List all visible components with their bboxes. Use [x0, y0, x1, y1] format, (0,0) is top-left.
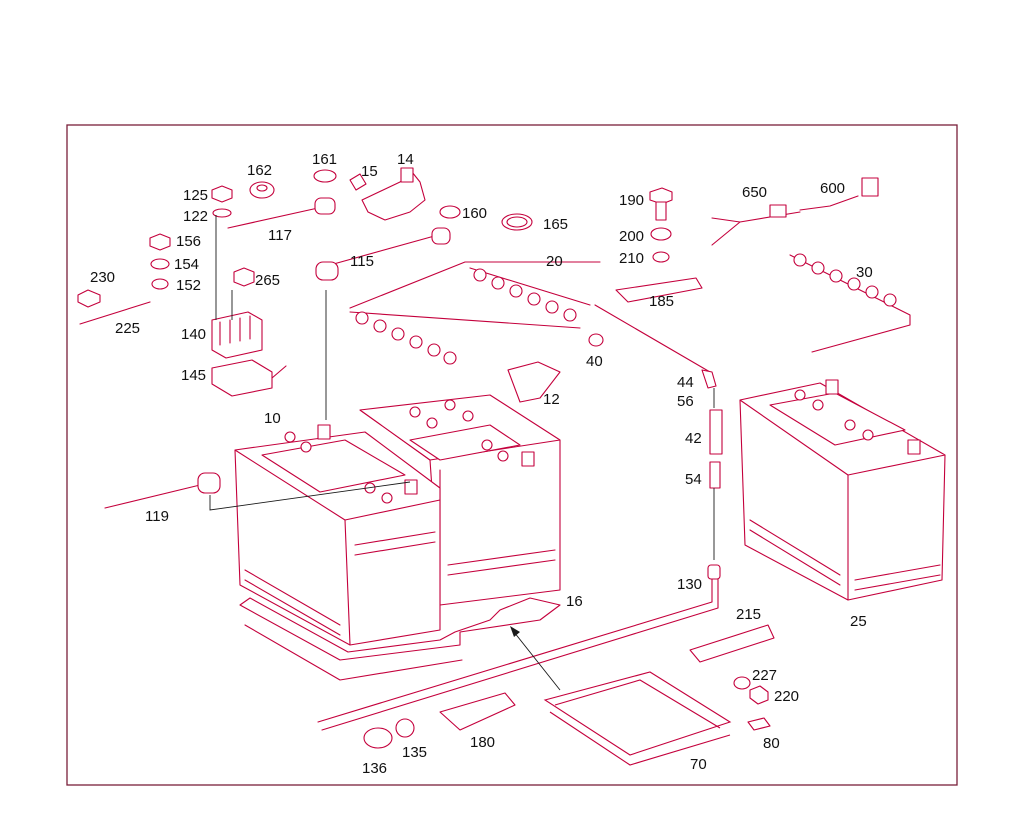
label-80: 80 [763, 735, 780, 752]
label-130: 130 [677, 576, 702, 593]
label-154: 154 [174, 256, 199, 273]
cable-119 [104, 472, 221, 509]
arrow [510, 626, 561, 691]
label-70: 70 [690, 756, 707, 773]
label-40: 40 [586, 353, 603, 370]
label-20: 20 [546, 253, 563, 270]
cover-12 [507, 361, 561, 403]
label-225: 225 [115, 320, 140, 337]
label-54: 54 [685, 471, 702, 488]
terminal-strips [349, 253, 911, 365]
vent-hose [317, 304, 723, 731]
label-265: 265 [255, 272, 280, 289]
label-230: 230 [90, 269, 115, 286]
diagram-frame [66, 124, 958, 786]
wiring-650 [711, 177, 879, 246]
hardware-cluster [77, 167, 533, 397]
label-135: 135 [402, 744, 427, 761]
label-145: 145 [181, 367, 206, 384]
label-125: 125 [183, 187, 208, 204]
label-165: 165 [543, 216, 568, 233]
battery-10 [234, 394, 561, 681]
label-200: 200 [619, 228, 644, 245]
label-650: 650 [742, 184, 767, 201]
label-185: 185 [649, 293, 674, 310]
label-190: 190 [619, 192, 644, 209]
label-162: 162 [247, 162, 272, 179]
battery-25 [739, 379, 946, 601]
label-16: 16 [566, 593, 583, 610]
label-115: 115 [350, 253, 374, 270]
bracket-185 [615, 187, 703, 303]
label-10: 10 [264, 410, 281, 427]
label-42: 42 [685, 430, 702, 447]
label-140: 140 [181, 326, 206, 343]
label-122: 122 [183, 208, 208, 225]
label-161: 161 [312, 151, 337, 168]
label-25: 25 [850, 613, 867, 630]
label-215: 215 [736, 606, 761, 623]
label-210: 210 [619, 250, 644, 267]
bracket-215 [689, 624, 775, 731]
label-12: 12 [543, 391, 560, 408]
label-220: 220 [774, 688, 799, 705]
label-56: 56 [677, 393, 694, 410]
label-30: 30 [856, 264, 873, 281]
leader-lines [209, 215, 715, 560]
label-600: 600 [820, 180, 845, 197]
part-labels: 10 12 14 15 16 20 25 30 40 42 44 54 56 7… [90, 151, 873, 777]
label-180: 180 [470, 734, 495, 751]
label-117: 117 [268, 227, 292, 244]
label-152: 152 [176, 277, 201, 294]
label-160: 160 [462, 205, 487, 222]
label-119: 119 [145, 508, 169, 525]
bracket-180 [363, 692, 516, 749]
label-227: 227 [752, 667, 777, 684]
label-156: 156 [176, 233, 201, 250]
label-15: 15 [361, 163, 378, 180]
label-44: 44 [677, 374, 694, 391]
tray-70 [543, 671, 732, 766]
label-14: 14 [397, 151, 414, 168]
label-136: 136 [362, 760, 387, 777]
